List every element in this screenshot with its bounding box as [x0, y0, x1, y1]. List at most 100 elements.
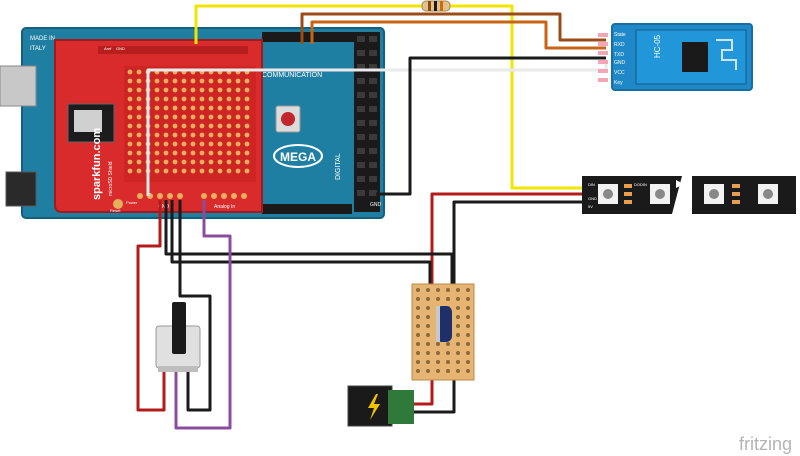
- proto-hole: [136, 105, 142, 111]
- reset-label: Reset: [110, 208, 121, 213]
- proto-hole: [127, 150, 133, 156]
- proto-hole: [190, 87, 196, 93]
- proto-hole: [244, 150, 250, 156]
- power-icon: [368, 394, 380, 420]
- proto-hole: [208, 150, 214, 156]
- stripboard-hole: [416, 306, 420, 310]
- stripboard-hole: [456, 360, 460, 364]
- stripboard-hole: [426, 351, 430, 355]
- proto-hole: [181, 114, 187, 120]
- proto-hole: [136, 150, 142, 156]
- proto-hole: [235, 114, 241, 120]
- proto-hole: [136, 123, 142, 129]
- proto-hole: [181, 159, 187, 165]
- proto-hole: [199, 141, 205, 147]
- proto-hole: [163, 168, 169, 174]
- proto-hole: [226, 141, 232, 147]
- proto-hole: [163, 123, 169, 129]
- dc-barrel-jack: [347, 385, 414, 427]
- proto-hole: [226, 159, 232, 165]
- proto-hole: [190, 105, 196, 111]
- proto-hole: [199, 96, 205, 102]
- direction-arrow-icon: [676, 180, 684, 188]
- proto-hole: [199, 87, 205, 93]
- stripboard-hole: [466, 288, 470, 292]
- pot-signal-wire: [174, 200, 232, 430]
- proto-hole: [181, 141, 187, 147]
- proto-hole: [199, 105, 205, 111]
- stripboard-hole: [456, 306, 460, 310]
- strip-label-din: DIN: [640, 182, 647, 187]
- proto-hole: [217, 168, 223, 174]
- proto-hole: [244, 105, 250, 111]
- led-strip: DIN GND 5V DO DIN: [582, 176, 796, 214]
- stripboard-hole: [426, 297, 430, 301]
- stripboard-hole: [416, 351, 420, 355]
- pot-vcc-wire: [136, 200, 166, 412]
- proto-hole: [190, 78, 196, 84]
- proto-hole: [217, 159, 223, 165]
- power-label: Power: [126, 200, 138, 205]
- digital-label: DIGITAL: [335, 153, 342, 180]
- bt-pin-rxd: RXD: [614, 42, 625, 48]
- proto-hole: [181, 87, 187, 93]
- proto-hole: [190, 114, 196, 120]
- stripboard-hole: [466, 324, 470, 328]
- strip-gnd-wire: [452, 200, 590, 206]
- stripboard-hole: [416, 288, 420, 292]
- proto-hole: [244, 159, 250, 165]
- proto-hole: [127, 132, 133, 138]
- proto-hole: [163, 132, 169, 138]
- stripboard-hole: [426, 315, 430, 319]
- analog-in-label: Analog In: [214, 204, 235, 210]
- proto-hole: [172, 123, 178, 129]
- proto-hole: [127, 159, 133, 165]
- proto-hole: [208, 159, 214, 165]
- proto-hole: [172, 132, 178, 138]
- proto-hole: [127, 141, 133, 147]
- proto-hole: [136, 69, 142, 75]
- proto-hole: [136, 78, 142, 84]
- proto-hole: [226, 105, 232, 111]
- proto-hole: [226, 123, 232, 129]
- proto-hole: [244, 114, 250, 120]
- stripboard-hole: [456, 288, 460, 292]
- proto-hole: [163, 105, 169, 111]
- proto-hole: [244, 87, 250, 93]
- stripboard-hole: [446, 342, 450, 346]
- proto-hole: [154, 141, 160, 147]
- stripboard-hole: [436, 342, 440, 346]
- stripboard-hole: [416, 360, 420, 364]
- proto-hole: [127, 96, 133, 102]
- stripboard: [411, 283, 475, 381]
- proto-hole: [226, 96, 232, 102]
- stripboard-holes: [416, 288, 470, 373]
- proto-hole: [154, 78, 160, 84]
- shield-subtitle: microSD Shield: [108, 161, 114, 196]
- proto-hole: [208, 141, 214, 147]
- stripboard-hole: [436, 288, 440, 292]
- potentiometer: [155, 302, 201, 372]
- proto-hole: [127, 114, 133, 120]
- resistor: [421, 0, 451, 12]
- proto-hole: [163, 159, 169, 165]
- stripboard-hole: [436, 297, 440, 301]
- proto-hole: [163, 96, 169, 102]
- proto-hole: [199, 132, 205, 138]
- proto-hole: [208, 132, 214, 138]
- stripboard-hole: [416, 369, 420, 373]
- proto-hole: [226, 114, 232, 120]
- proto-hole: [127, 69, 133, 75]
- proto-hole: [208, 96, 214, 102]
- proto-hole: [172, 159, 178, 165]
- stripboard-hole: [446, 369, 450, 373]
- proto-hole: [217, 78, 223, 84]
- proto-hole: [226, 78, 232, 84]
- proto-hole: [181, 132, 187, 138]
- proto-hole: [154, 105, 160, 111]
- proto-hole: [217, 132, 223, 138]
- proto-hole: [235, 78, 241, 84]
- proto-hole: [244, 168, 250, 174]
- bt-pin-gnd: GND: [614, 60, 626, 66]
- proto-hole: [127, 105, 133, 111]
